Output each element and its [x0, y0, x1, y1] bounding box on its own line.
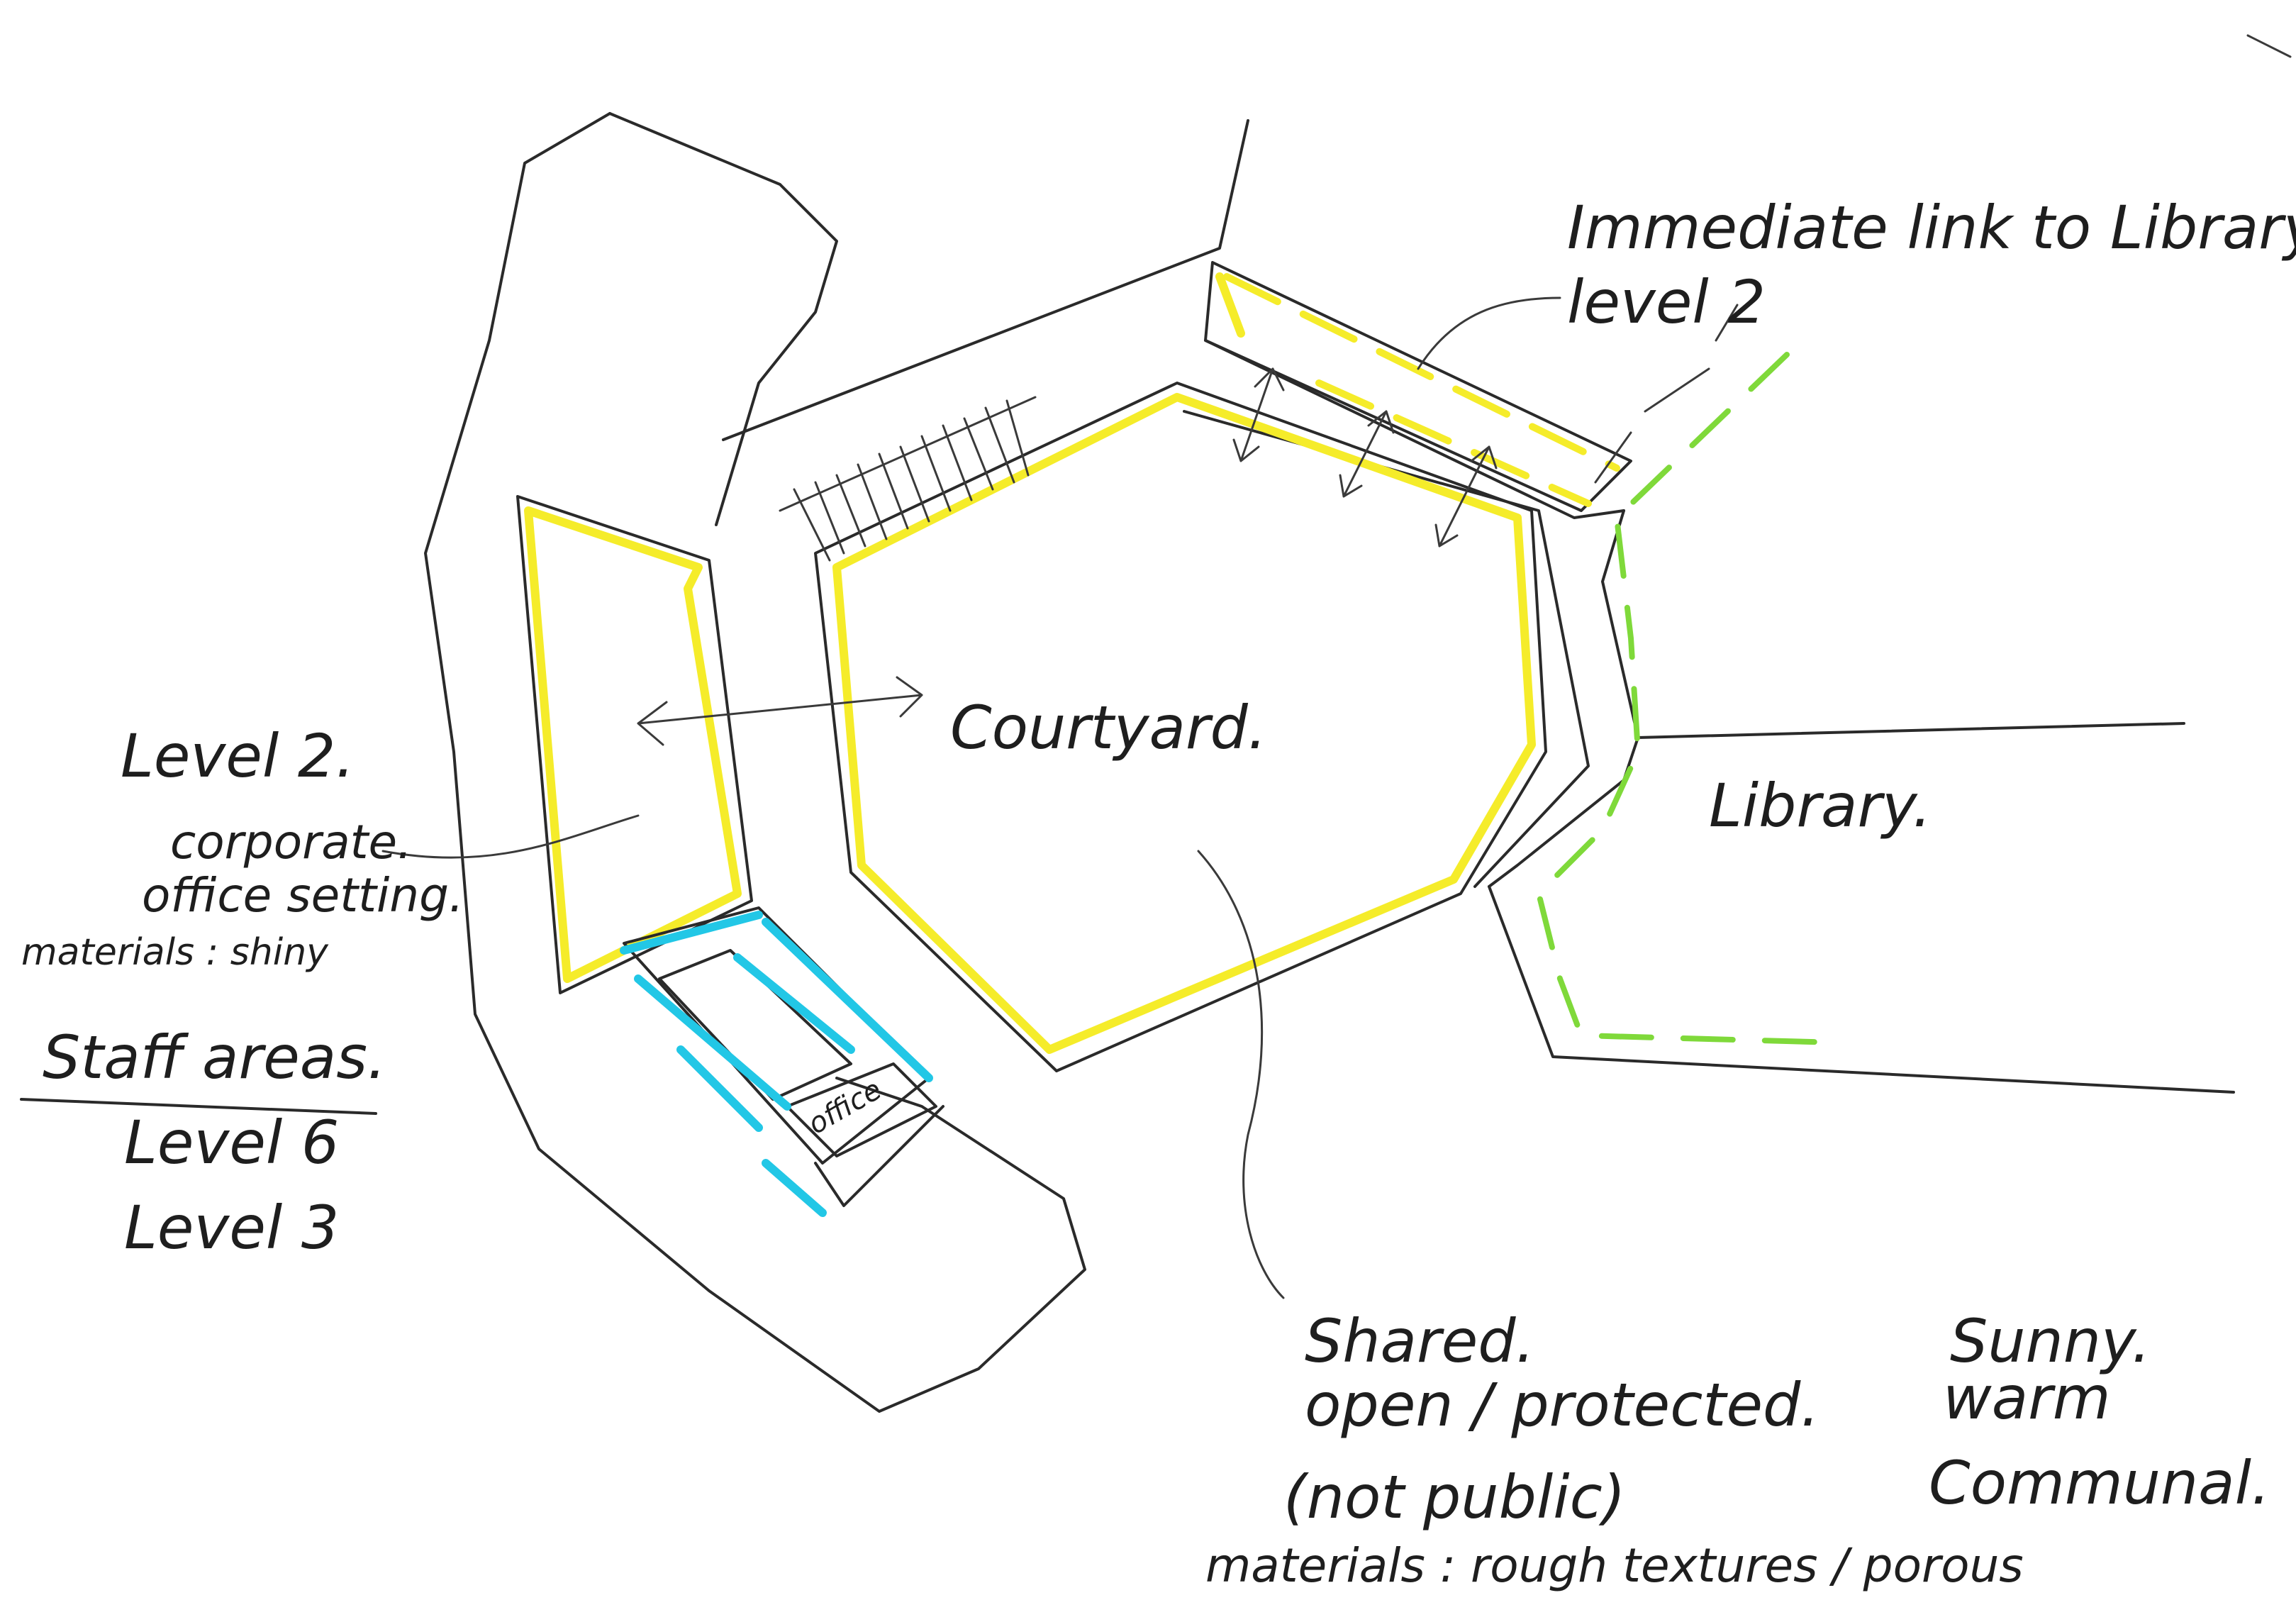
- open-protected-label: open / protected.: [1305, 1370, 1819, 1440]
- not-public-label: (not public): [1283, 1462, 1626, 1532]
- left-office-wing: [516, 495, 753, 994]
- staff-areas-label: Staff areas.: [43, 1023, 386, 1092]
- level3-label: Level 3: [124, 1193, 339, 1262]
- materials-left-label: materials : shiny: [21, 931, 329, 974]
- outer-building-outline: [424, 112, 1249, 1413]
- link-label-line2: level 2: [1567, 267, 1766, 337]
- warm-label: warm: [1943, 1363, 2111, 1433]
- level6-label: Level 6: [124, 1108, 339, 1177]
- library-outline: [1488, 304, 2235, 1094]
- shared-label: Shared.: [1305, 1306, 1534, 1376]
- staff-underline: [20, 1098, 377, 1115]
- office-setting-label: office setting.: [142, 868, 464, 923]
- sunny-label: Sunny.: [1950, 1306, 2151, 1376]
- library-label: Library.: [1709, 771, 1932, 840]
- courtyard-label: Courtyard.: [950, 693, 1267, 762]
- corporate-label: corporate.: [170, 815, 412, 870]
- annotations: Immediate link to Library. level 2 Court…: [20, 193, 2296, 1593]
- level2-label: Level 2.: [121, 721, 355, 791]
- communal-label: Communal.: [1929, 1448, 2270, 1518]
- connection-arrows: [381, 34, 2292, 1299]
- library-link-strip: [1204, 261, 1632, 548]
- link-label-line1: Immediate link to Library.: [1567, 193, 2296, 262]
- staff-office-block: [620, 906, 944, 1217]
- stair-hatching: [779, 396, 1037, 562]
- materials-right-label: materials : rough textures / porous: [1205, 1538, 2024, 1593]
